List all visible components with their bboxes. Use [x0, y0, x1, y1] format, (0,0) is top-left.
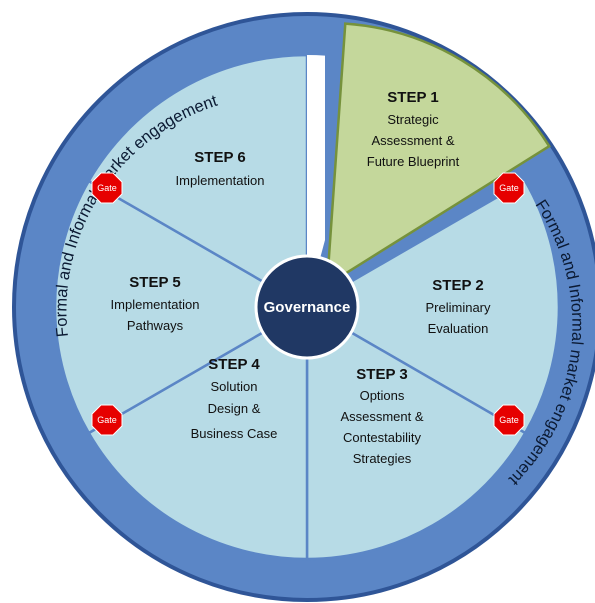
step-2-segment[interactable]: [304, 179, 561, 435]
gate-marker-2[interactable]: Gate: [493, 172, 525, 204]
step-4-line-3: Business Case: [191, 426, 278, 441]
stop-sign-icon: [493, 404, 525, 436]
step-5-title: STEP 5: [129, 274, 180, 291]
gate-label: Gate: [499, 415, 519, 425]
step-4-line-1: Solution: [211, 379, 258, 394]
step-4-segment[interactable]: [87, 304, 309, 561]
stop-sign-icon: [91, 172, 123, 204]
step-5-segment[interactable]: [53, 179, 310, 435]
gate-label: Gate: [499, 183, 519, 193]
step-4-label: STEP 4 Solution Design & Business Case: [191, 356, 278, 441]
step-5-line-2: Pathways: [127, 318, 184, 333]
step-6-line-1: Implementation: [176, 173, 265, 188]
step-4-line-2: Design &: [208, 401, 261, 416]
step-3-segment[interactable]: [305, 304, 527, 561]
hub-label: Governance: [264, 299, 351, 316]
step-3-line-1: Options: [360, 388, 405, 403]
segment-gap: [307, 54, 325, 308]
gate-marker-1[interactable]: Gate: [91, 172, 123, 204]
gate-marker-4[interactable]: Gate: [493, 404, 525, 436]
step-6-title: STEP 6: [194, 149, 245, 166]
hub-circle: [254, 254, 360, 360]
step-1-segment[interactable]: [325, 22, 551, 288]
step-6-segment[interactable]: [87, 53, 309, 310]
step-3-line-2: Assessment &: [340, 409, 423, 424]
step-3-line-3: Contestability: [343, 430, 422, 445]
step-2-label: STEP 2 Preliminary Evaluation: [425, 277, 491, 336]
step-2-title: STEP 2: [432, 277, 483, 294]
stop-sign-icon: [91, 404, 123, 436]
step-3-title: STEP 3: [356, 366, 407, 383]
gate-label: Gate: [97, 183, 117, 193]
step-3-label: STEP 3 Options Assessment & Contestabili…: [340, 366, 423, 466]
step-1-line-2: Assessment &: [371, 133, 454, 148]
step-2-line-1: Preliminary: [425, 300, 491, 315]
stop-sign-icon: [493, 172, 525, 204]
step-4-title: STEP 4: [208, 356, 260, 373]
governance-hub[interactable]: Governance: [254, 254, 360, 360]
gate-label: Gate: [97, 415, 117, 425]
step-1-label: STEP 1 Strategic Assessment & Future Blu…: [367, 89, 460, 169]
step-1-title: STEP 1: [387, 89, 438, 106]
step-1-line-3: Future Blueprint: [367, 154, 460, 169]
step-2-line-2: Evaluation: [428, 321, 489, 336]
step-6-label: STEP 6 Implementation: [176, 149, 265, 188]
step-5-label: STEP 5 Implementation Pathways: [111, 274, 200, 333]
step-segments: [53, 22, 561, 561]
step-5-line-1: Implementation: [111, 297, 200, 312]
gate-marker-3[interactable]: Gate: [91, 404, 123, 436]
step-3-line-4: Strategies: [353, 451, 412, 466]
step-1-line-1: Strategic: [387, 112, 439, 127]
